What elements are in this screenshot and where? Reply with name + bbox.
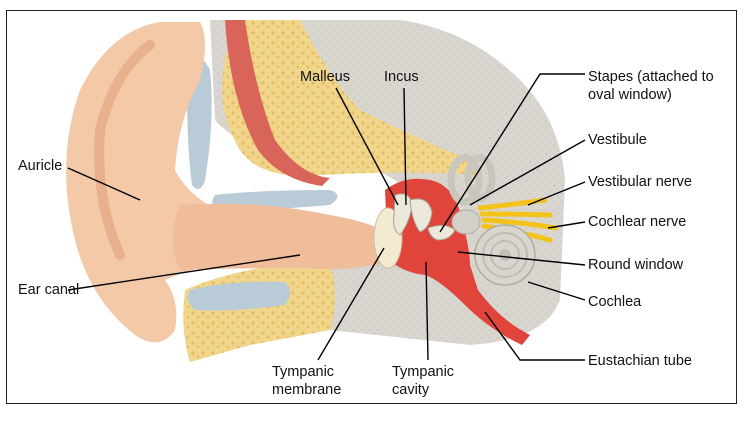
label-tympanic-membrane: Tympanic membrane <box>272 364 342 398</box>
incus-shape <box>409 198 433 233</box>
label-cochlea: Cochlea <box>588 294 642 310</box>
auricle-fold <box>94 40 155 260</box>
label-auricle: Auricle <box>18 158 63 174</box>
vestibule-shape <box>451 209 481 235</box>
cartilage-lower <box>187 281 290 311</box>
label-malleus: Malleus <box>300 69 350 85</box>
label-cochlear-nerve: Cochlear nerve <box>588 214 687 230</box>
label-round-window: Round window <box>588 257 684 273</box>
ear-canal-shape <box>172 203 385 270</box>
diagram-frame <box>6 10 737 404</box>
label-incus: Incus <box>384 69 419 85</box>
label-tympanic-cavity: Tympanic cavity <box>392 364 455 398</box>
label-eustachian-tube: Eustachian tube <box>588 353 692 369</box>
label-stapes: Stapes (attached to oval window) <box>588 69 714 103</box>
spongy-bone <box>222 20 480 176</box>
label-vestibule: Vestibule <box>588 132 647 148</box>
label-ear-canal: Ear canal <box>18 282 80 298</box>
leader-lines <box>67 73 586 361</box>
muscle-strip <box>225 20 330 186</box>
stapes-shape <box>427 224 456 241</box>
label-vestibular-nerve: Vestibular nerve <box>588 174 692 190</box>
semicircular-canals <box>447 154 496 206</box>
